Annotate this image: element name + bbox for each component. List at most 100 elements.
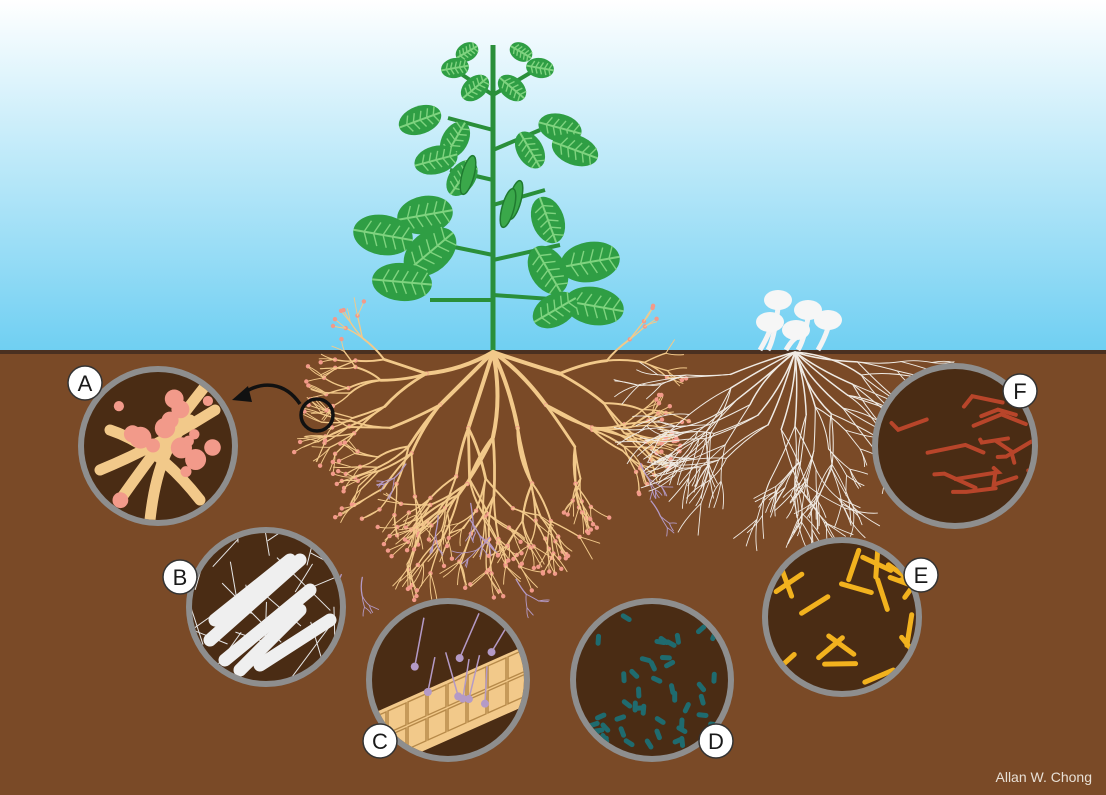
root-nodule	[450, 557, 454, 561]
root-nodule	[331, 472, 335, 476]
root-nodule	[189, 429, 199, 439]
inset-label: D	[708, 729, 724, 754]
root-nodule	[362, 299, 366, 303]
root-nodule	[203, 396, 213, 406]
root-nodule	[427, 537, 431, 541]
root-nodule	[591, 522, 595, 526]
mycorrhizal-hypha	[377, 481, 384, 482]
arbuscule	[465, 695, 473, 703]
root-nodule	[113, 492, 129, 508]
bacterium	[632, 700, 637, 712]
root-nodule	[204, 439, 221, 456]
root-nodule	[660, 417, 664, 421]
root-nodule	[547, 569, 551, 573]
root-nodule	[566, 512, 570, 516]
root-nodule	[680, 378, 684, 382]
root-nodule	[501, 594, 505, 598]
root-nodule	[376, 525, 380, 529]
arbuscule	[488, 648, 496, 656]
root-branch	[468, 428, 469, 479]
root-nodule	[298, 440, 302, 444]
root-nodule	[414, 594, 418, 598]
root-nodule	[331, 324, 335, 328]
arbuscule	[454, 692, 462, 700]
root-nodule	[155, 418, 175, 438]
root-nodule	[520, 562, 524, 566]
root-nodule	[492, 595, 496, 599]
root-nodule	[412, 598, 416, 602]
root-nodule	[506, 558, 510, 562]
mushroom-cap	[756, 312, 784, 332]
bacterium	[595, 634, 601, 646]
root-nodule	[387, 534, 391, 538]
root-nodule	[412, 547, 416, 551]
root-nodule	[306, 383, 310, 387]
root-branch	[493, 437, 495, 496]
root-nodule	[389, 554, 393, 558]
root-nodule	[319, 360, 323, 364]
root-nodule	[607, 515, 611, 519]
bacterium	[621, 671, 627, 683]
root-nodule	[318, 464, 322, 468]
arbuscule	[411, 663, 419, 671]
root-nodule	[339, 337, 343, 341]
root-nodule	[532, 566, 536, 570]
root-nodule	[292, 450, 296, 454]
root-nodule	[564, 556, 568, 560]
root-nodule	[331, 460, 335, 464]
root-nodule	[562, 510, 566, 514]
root-nodule	[595, 526, 599, 530]
inset-d: D	[570, 598, 734, 762]
root-nodule	[405, 548, 409, 552]
root-nodule	[530, 588, 534, 592]
root-nodule	[654, 397, 658, 401]
root-nodule	[386, 548, 390, 552]
root-nodule	[382, 542, 386, 546]
root-nodule	[338, 512, 342, 516]
root-nodule	[408, 585, 412, 589]
arbuscule	[424, 688, 432, 696]
root-nodule	[333, 317, 337, 321]
inset-label: F	[1013, 379, 1026, 404]
inset-label: A	[78, 371, 93, 396]
root-nodule	[668, 404, 672, 408]
root-nodule	[536, 565, 540, 569]
root-nodule	[415, 588, 419, 592]
root-nodule	[637, 492, 641, 496]
root-nodule	[654, 317, 658, 321]
arbuscule	[481, 700, 489, 708]
root-nodule	[589, 527, 593, 531]
arbuscule	[456, 654, 464, 662]
root-nodule	[336, 469, 340, 473]
root-nodule	[335, 482, 339, 486]
root-nodule	[114, 401, 124, 411]
root-nodule	[511, 557, 515, 561]
root-nodule	[553, 572, 557, 576]
inset-label: B	[173, 565, 188, 590]
root-nodule	[588, 517, 592, 521]
root-nodule	[650, 306, 654, 310]
mushroom-cap	[782, 320, 810, 340]
inset-label: C	[372, 729, 388, 754]
mushroom-cap	[814, 310, 842, 330]
root-nodule	[333, 515, 337, 519]
root-nodule	[445, 544, 449, 548]
bacterium	[660, 655, 672, 661]
actinomycete-filament	[822, 661, 858, 667]
root-nodule	[171, 400, 189, 418]
root-nodule	[463, 586, 467, 590]
root-nodule	[657, 401, 661, 405]
root-nodule	[341, 489, 345, 493]
inset-label: E	[914, 563, 929, 588]
root-nodule	[146, 439, 160, 453]
root-nodule	[541, 571, 545, 575]
root-nodule	[559, 567, 563, 571]
root-nodule	[447, 536, 451, 540]
root-nodule	[343, 440, 347, 444]
bacterium	[711, 672, 717, 684]
author-credit: Allan W. Chong	[996, 769, 1093, 785]
root-nodule	[659, 393, 663, 397]
root-nodule	[338, 441, 342, 445]
